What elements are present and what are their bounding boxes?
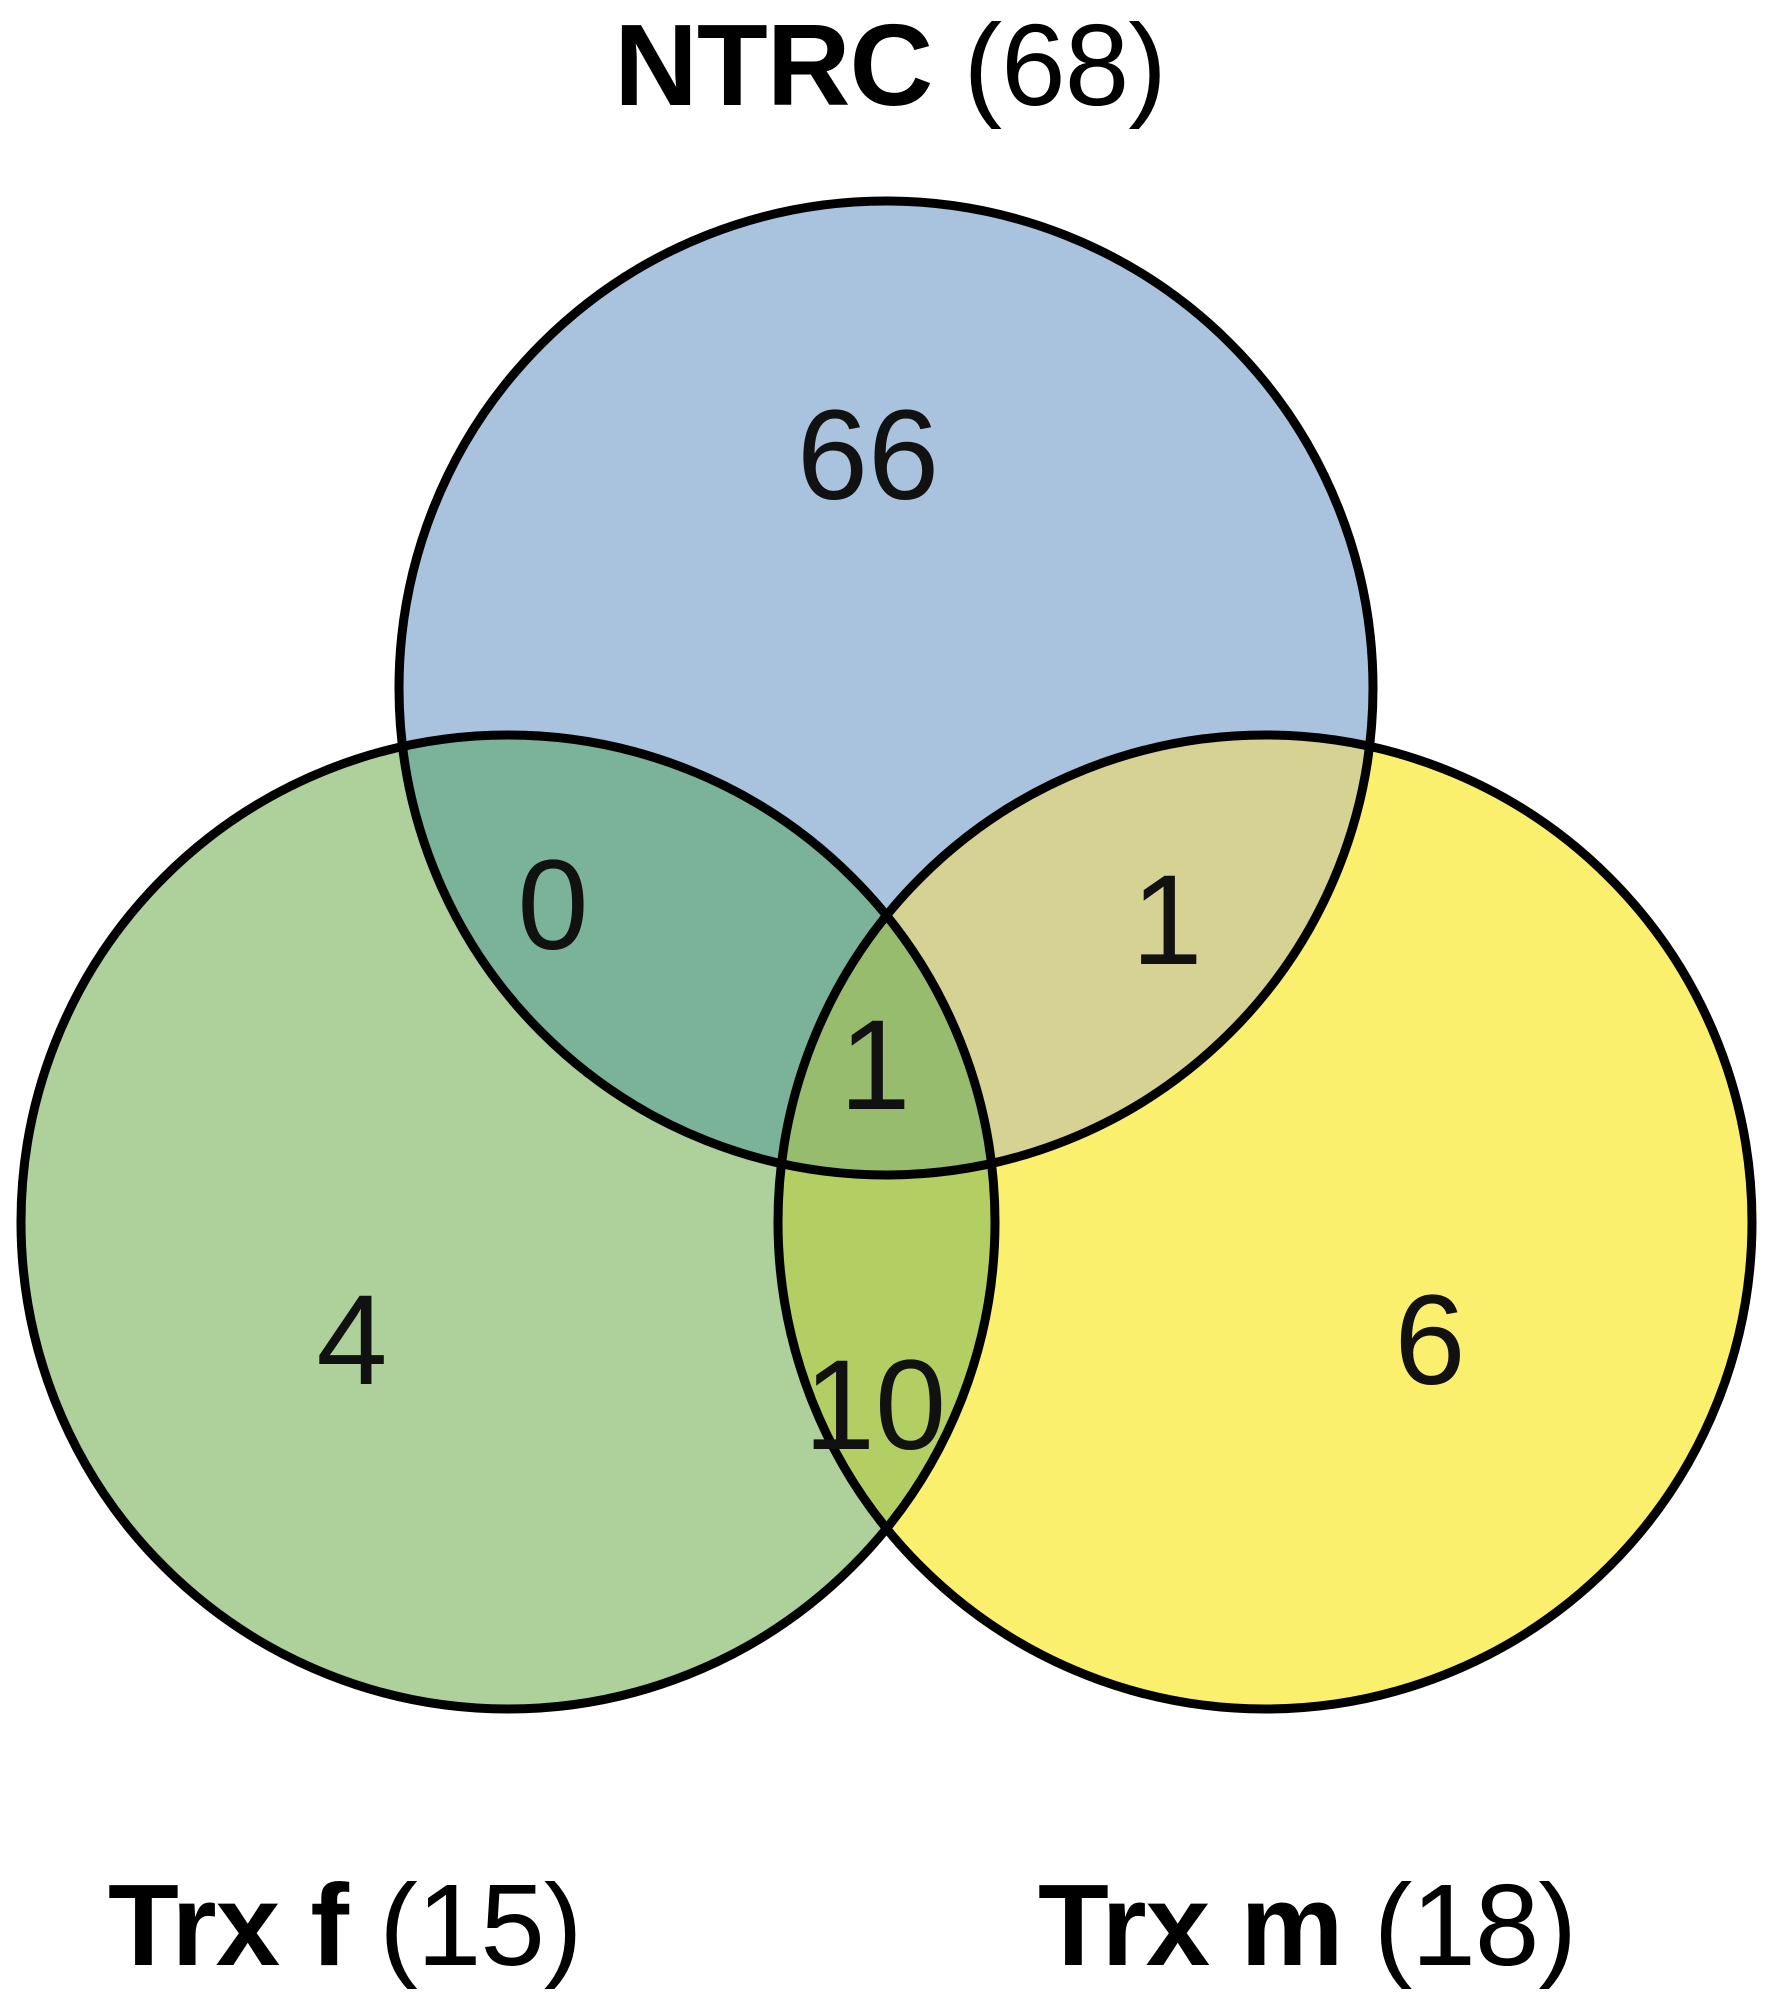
set-title-trxm-name: Trx m [1038,1860,1342,1990]
set-title-ntrc-count: (68) [964,0,1166,130]
venn-set-titles: NTRC (68) Trx f (15) Trx m (18) [108,0,1577,1990]
count-trxm-only: 6 [1394,1269,1465,1412]
set-title-trxm: Trx m (18) [1038,1860,1576,1990]
count-ntrc-only: 66 [797,384,939,527]
set-title-ntrc: NTRC (68) [614,0,1166,130]
count-trxf-trxm: 10 [804,1334,946,1477]
count-trxf-only: 4 [316,1269,387,1412]
count-ntrc-trxf: 0 [517,834,588,977]
set-title-trxf-name: Trx f [108,1860,349,1990]
count-all-three: 1 [839,994,910,1137]
set-title-ntrc-name: NTRC [614,0,932,130]
venn-region-labels: 66 0 1 1 4 10 6 [316,384,1465,1477]
set-title-trxm-count: (18) [1374,1860,1576,1990]
set-title-trxf-count: (15) [379,1860,581,1990]
set-title-trxf: Trx f (15) [108,1860,582,1990]
count-ntrc-trxm: 1 [1131,849,1202,992]
